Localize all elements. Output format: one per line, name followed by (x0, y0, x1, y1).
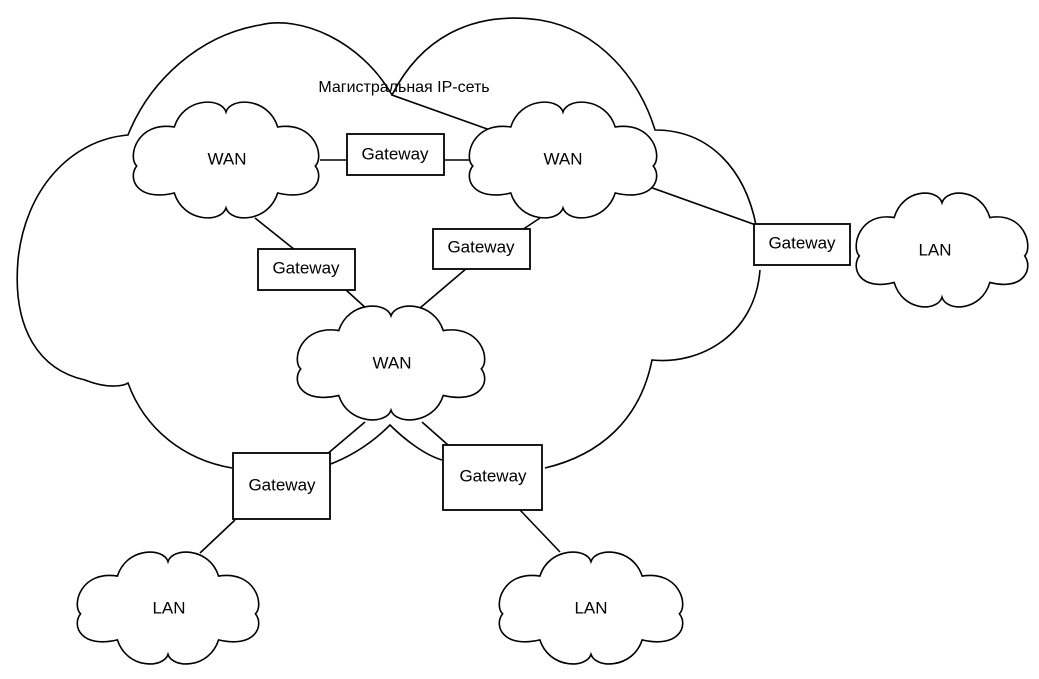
link-wanright-gwmidright (521, 217, 541, 231)
lan-bottom-left-cloud (76, 551, 260, 665)
link-gwbottomright-lanbottomright (519, 509, 561, 553)
lan-right-label: LAN (918, 240, 951, 259)
link-gwbottomleft-lanbottomleft (199, 519, 236, 554)
lan-bottom-right-label: LAN (574, 598, 607, 617)
link-wancenter-gwbottomright (421, 421, 449, 446)
wan-center-label: WAN (372, 353, 411, 372)
gateway-mid-right-label: Gateway (447, 237, 515, 256)
backbone-cloud-outline (16, 17, 761, 469)
link-gwmidright-wancenter (419, 267, 468, 309)
backbone-title: Магистральная IP-сеть (318, 79, 489, 96)
gateway-bottom-left-label: Gateway (248, 475, 316, 494)
gateway-mid-left-label: Gateway (272, 258, 340, 277)
gateway-top: Gateway (346, 133, 445, 176)
wan-left-label: WAN (207, 149, 246, 168)
link-wanleft-gwmidleft (254, 217, 296, 251)
gateway-top-label: Gateway (361, 144, 429, 163)
wan-left-cloud (132, 101, 320, 219)
wan-right-cloud (468, 101, 658, 219)
link-wancenter-gwbottomleft (325, 421, 366, 456)
gateway-bottom-right-label: Gateway (459, 466, 527, 485)
gateway-right-label: Gateway (768, 233, 836, 252)
lan-bottom-left-label: LAN (152, 598, 185, 617)
gateway-bottom-right: Gateway (442, 444, 543, 511)
lan-right-cloud (855, 192, 1029, 308)
lan-bottom-right-cloud (498, 551, 684, 665)
gateway-mid-left: Gateway (257, 248, 356, 291)
wan-right-label: WAN (543, 149, 582, 168)
gateway-mid-right: Gateway (432, 228, 531, 270)
gateway-bottom-left: Gateway (232, 452, 331, 520)
wan-center-cloud (296, 305, 486, 421)
gateway-right: Gateway (753, 223, 851, 266)
